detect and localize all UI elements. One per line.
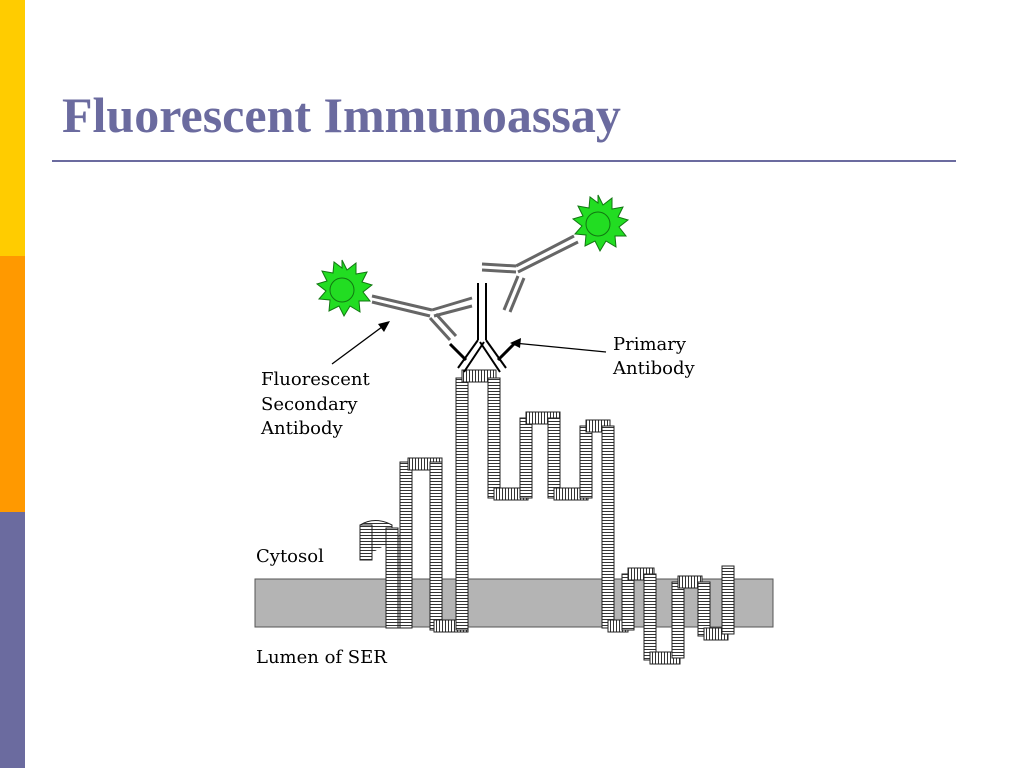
secondary-antibody-left <box>371 294 473 342</box>
primary-label-line1: Primary <box>613 334 687 355</box>
title-underline <box>52 160 956 162</box>
side-bar-orange <box>0 256 25 512</box>
lumen-label: Lumen of SER <box>256 647 387 668</box>
membrane-protein <box>359 369 735 665</box>
secondary-label-line3: Antibody <box>260 418 343 439</box>
secondary-label-line2: Secondary <box>261 394 358 415</box>
immunoassay-diagram: Fluorescent Secondary Antibody Primary A… <box>254 194 774 668</box>
secondary-pointer-arrowhead <box>378 321 390 332</box>
side-bar-purple <box>0 512 25 768</box>
slide-title: Fluorescent Immunoassay <box>62 87 621 143</box>
cytosol-label: Cytosol <box>256 546 324 567</box>
fluorophore-left-core <box>329 277 355 303</box>
secondary-antibody-right <box>481 234 579 313</box>
fluorophore-right-core <box>585 211 611 237</box>
primary-pointer-line <box>513 342 607 353</box>
primary-pointer-arrowhead <box>510 338 521 348</box>
secondary-pointer-line <box>331 323 387 365</box>
primary-antibody <box>448 283 516 373</box>
primary-label-line2: Antibody <box>612 358 695 379</box>
secondary-label-line1: Fluorescent <box>261 369 370 390</box>
side-bar-yellow <box>0 0 25 256</box>
